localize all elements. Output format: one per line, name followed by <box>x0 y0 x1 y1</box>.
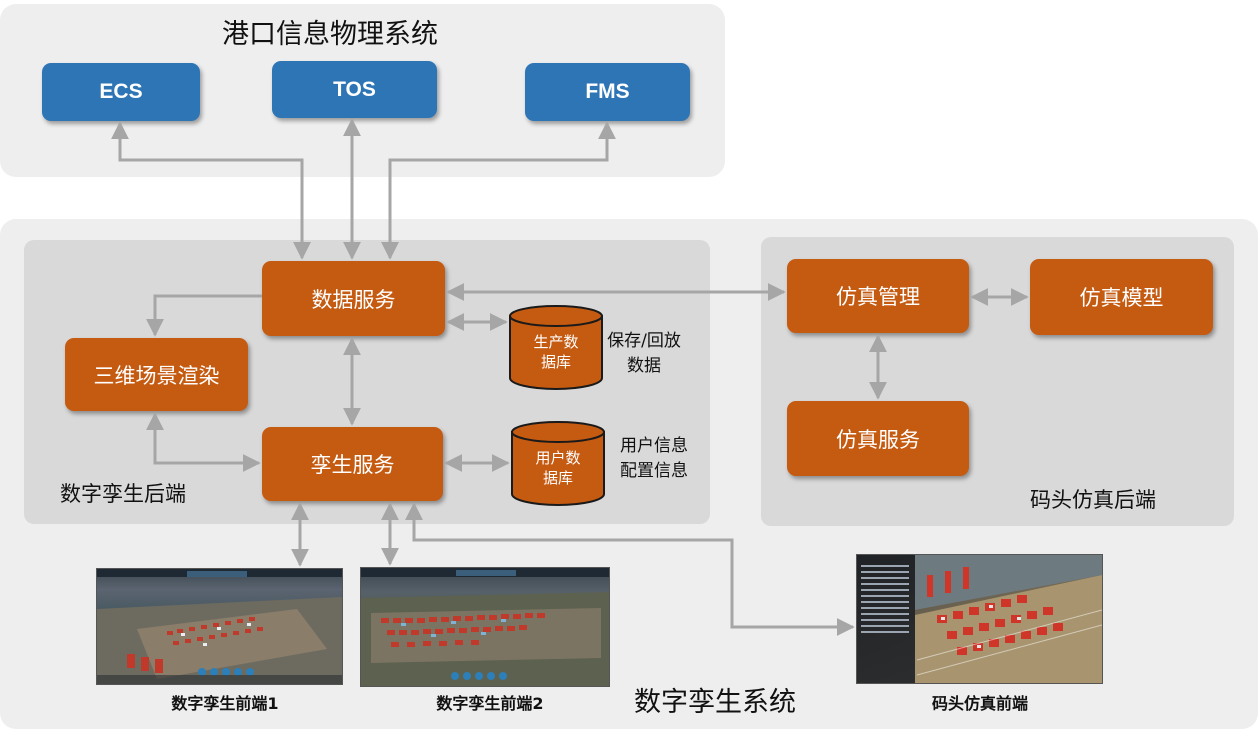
arrow-ecs-data-service <box>111 121 311 260</box>
twin-service-node[interactable]: 孪生服务 <box>262 427 443 501</box>
sim-frontend-caption: 码头仿真前端 <box>931 694 1028 713</box>
twin-frontend-1-caption: 数字孪生前端1 <box>171 694 279 713</box>
sim-backend-title: 码头仿真后端 <box>1030 488 1156 512</box>
sim-frontend-screenshot[interactable] <box>856 554 1103 684</box>
sim-model-node[interactable]: 仿真模型 <box>1030 259 1213 335</box>
user-database-note: 用户信息 配置信息 <box>620 436 688 481</box>
port-system-title: 港口信息物理系统 <box>222 19 438 50</box>
arrow-twin-sim-front <box>405 502 855 636</box>
port-scene-illustration <box>97 569 342 684</box>
database-icon <box>511 421 605 506</box>
arrow-data-service-render <box>146 294 262 337</box>
sim-manage-node[interactable]: 仿真管理 <box>787 259 969 333</box>
render-3d-node[interactable]: 三维场景渲染 <box>65 338 248 411</box>
production-database[interactable]: 生产数 据库 <box>508 304 604 390</box>
production-database-label: 生产数 据库 <box>533 333 579 371</box>
fms-node[interactable]: FMS <box>525 63 690 121</box>
sim-service-node[interactable]: 仿真服务 <box>787 401 969 476</box>
user-database-label: 用户数 据库 <box>535 449 581 487</box>
twin-frontend-1-screenshot[interactable] <box>96 568 343 685</box>
sim-scene-illustration <box>857 555 1102 683</box>
user-database[interactable]: 用户数 据库 <box>510 420 606 506</box>
twin-frontend-2-caption: 数字孪生前端2 <box>436 694 544 713</box>
database-icon <box>509 305 603 390</box>
tos-node[interactable]: TOS <box>272 61 437 118</box>
data-service-node[interactable]: 数据服务 <box>262 261 445 336</box>
ecs-node[interactable]: ECS <box>42 63 200 121</box>
arrow-fms-data-service <box>381 121 616 260</box>
production-database-note: 保存/回放 数据 <box>607 331 681 376</box>
arrow-render-twin-service <box>146 412 261 472</box>
twin-backend-title: 数字孪生后端 <box>60 482 186 506</box>
twin-system-title: 数字孪生系统 <box>634 687 796 718</box>
